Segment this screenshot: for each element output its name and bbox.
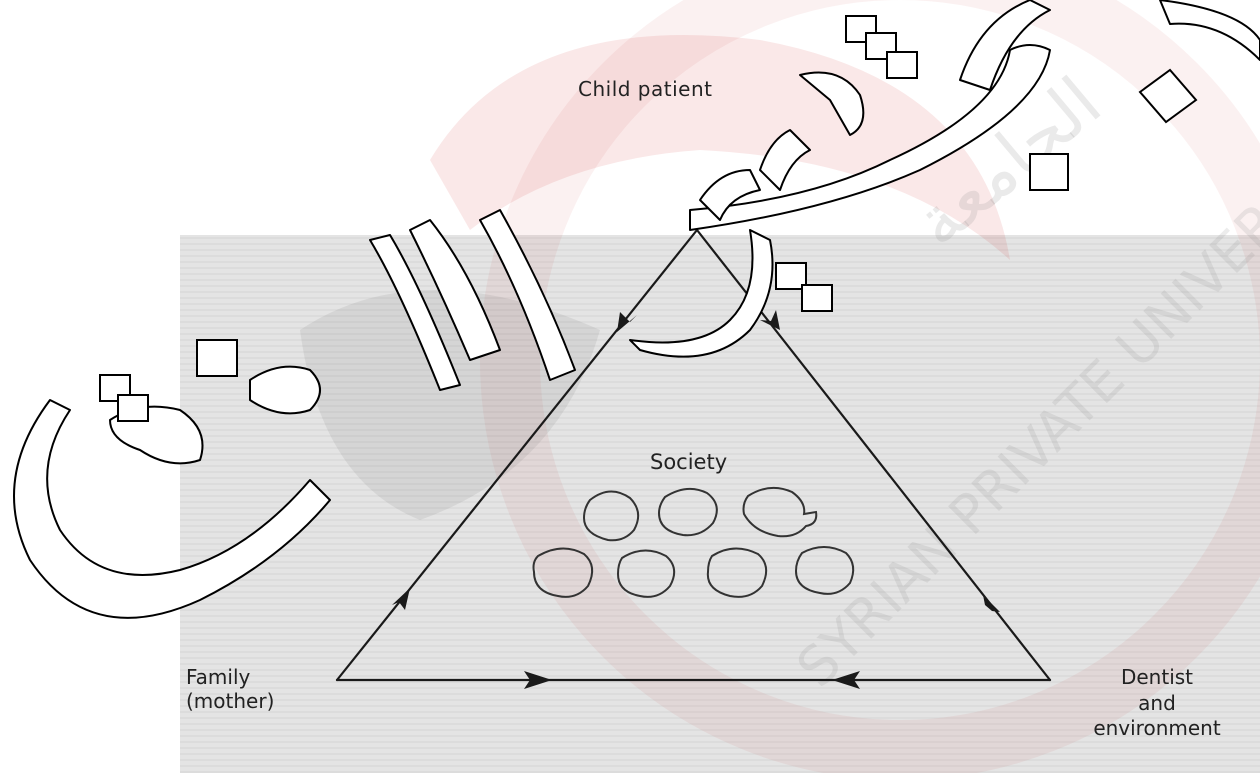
logo-dot — [886, 51, 918, 79]
head-7 — [794, 546, 855, 595]
head-2 — [657, 487, 718, 537]
seal-red-blob — [430, 35, 1010, 260]
arrow-left-edge-down — [617, 312, 637, 332]
node-family-mother: Family (mother) — [186, 665, 275, 713]
node-child-patient: Child patient — [578, 77, 713, 101]
logo-dot — [845, 15, 877, 43]
arrow-bottom-right — [524, 671, 552, 689]
logo-stroke-main-sweep — [689, 44, 1051, 231]
scan-texture — [180, 235, 1260, 773]
logo-stroke-loop — [13, 399, 331, 619]
logo-stroke-tooth-2 — [959, 0, 1051, 91]
logo-stroke-top-right — [1159, 0, 1260, 61]
logo-stroke-tooth-1 — [799, 71, 865, 136]
seal-ring — [480, 0, 1260, 773]
logo-stroke-lam-1 — [479, 209, 576, 381]
head-1 — [582, 490, 640, 542]
logo-stroke-crescent — [629, 229, 774, 358]
arrow-right-edge-up — [983, 595, 1000, 612]
logo-stroke-alef — [409, 219, 501, 361]
logo-dot — [196, 339, 238, 377]
logo-dot — [117, 394, 149, 422]
arrow-right-edge-down — [760, 310, 780, 330]
logo-dot — [801, 284, 833, 312]
head-3 — [742, 486, 818, 538]
edge-top-left — [335, 228, 699, 682]
seal-grey-blob — [300, 290, 600, 520]
head-4 — [532, 547, 594, 598]
head-5 — [616, 549, 676, 598]
node-society: Society — [650, 450, 728, 474]
logo-stroke-lam-2 — [369, 234, 461, 391]
arrow-bottom-left — [832, 671, 860, 689]
arrow-left-edge-up — [392, 588, 410, 610]
head-6 — [706, 547, 768, 598]
logo-dots — [99, 15, 1198, 422]
scanned-figure-background — [180, 235, 1260, 773]
logo-dot — [99, 374, 131, 402]
logo-stroke-tooth-4 — [699, 169, 761, 221]
logo-stroke-tooth-3 — [759, 129, 811, 191]
logo-dot-diamond — [1138, 68, 1198, 124]
society-heads — [532, 486, 855, 598]
node-dentist-environment: Dentist and environment — [1093, 665, 1221, 741]
logo-dot — [1029, 153, 1069, 191]
logo-stroke-eye — [249, 365, 321, 415]
